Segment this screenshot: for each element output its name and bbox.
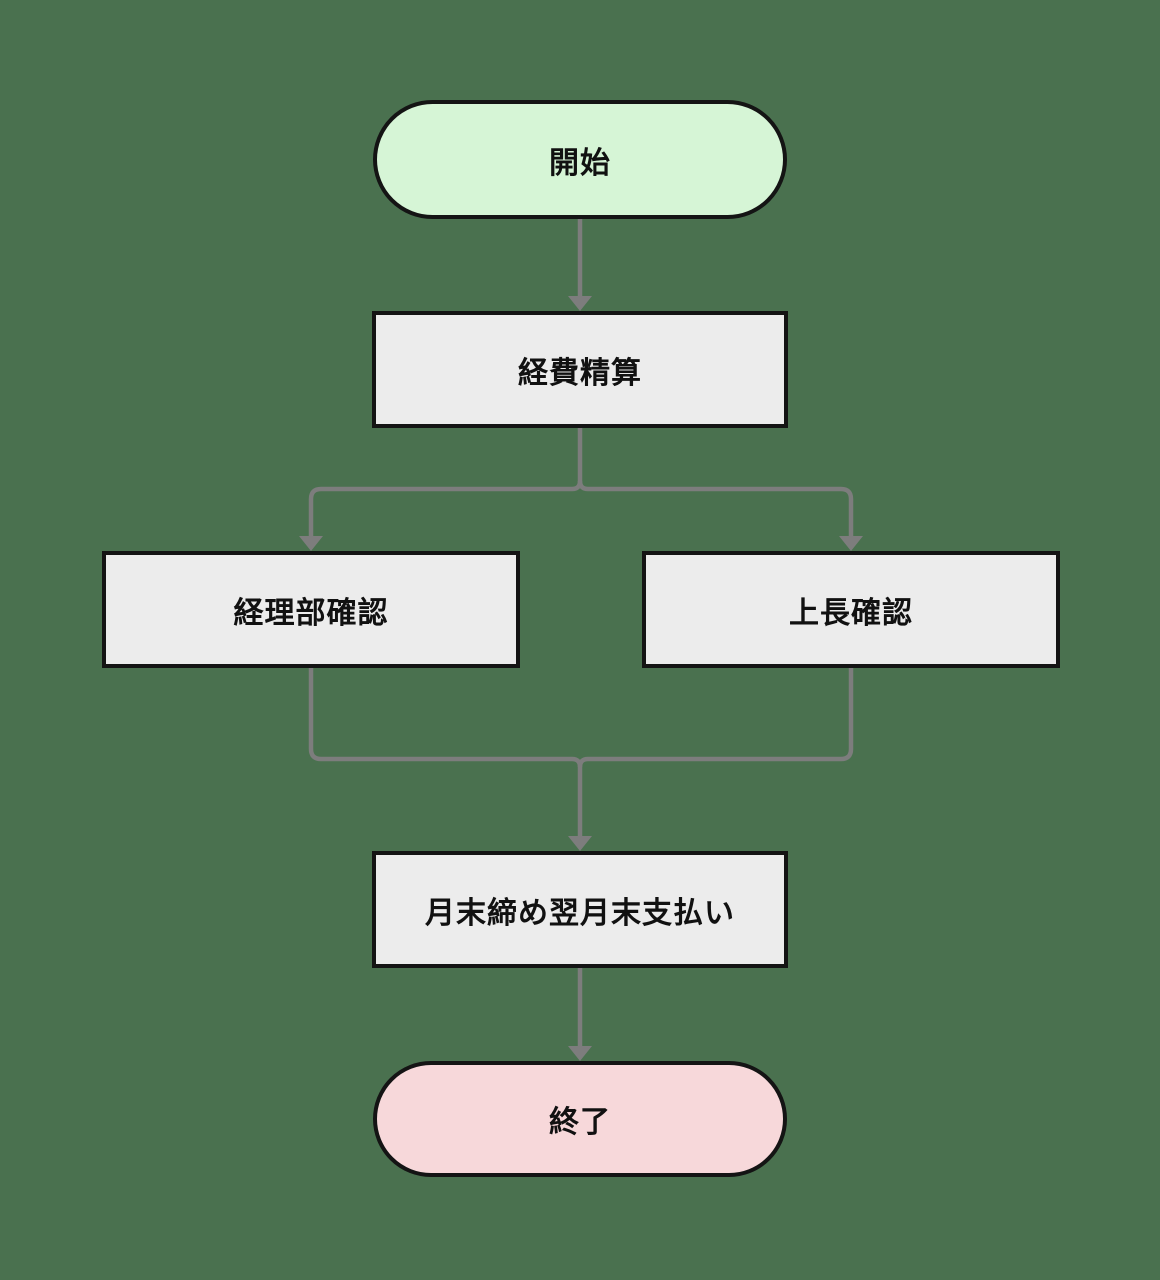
node-start: 開始 [373,100,787,219]
edge-expense-to-manager [577,480,854,536]
arrowhead-end [568,1046,592,1061]
node-expense-settlement-label: 経費精算 [518,356,642,390]
arrowhead-expense [568,296,592,311]
node-manager-confirmation: 上長確認 [642,551,1060,668]
node-accounting-confirmation: 経理部確認 [102,551,520,668]
arrowhead-manager [839,536,863,551]
edge-accounting-to-payment [308,668,583,836]
arrowhead-accounting [299,536,323,551]
node-end-label: 終了 [549,1106,611,1139]
node-monthend-payment: 月末締め翌月末支払い [372,851,788,968]
node-start-label: 開始 [549,146,611,180]
edge-expense-to-accounting [308,428,583,536]
node-monthend-payment-label: 月末締め翌月末支払い [425,896,735,930]
node-accounting-confirmation-label: 経理部確認 [233,596,389,630]
node-manager-confirmation-label: 上長確認 [789,596,913,630]
node-end: 終了 [373,1061,787,1177]
node-expense-settlement: 経費精算 [372,311,788,428]
arrowhead-payment [568,836,592,851]
edge-manager-to-payment [577,668,854,768]
